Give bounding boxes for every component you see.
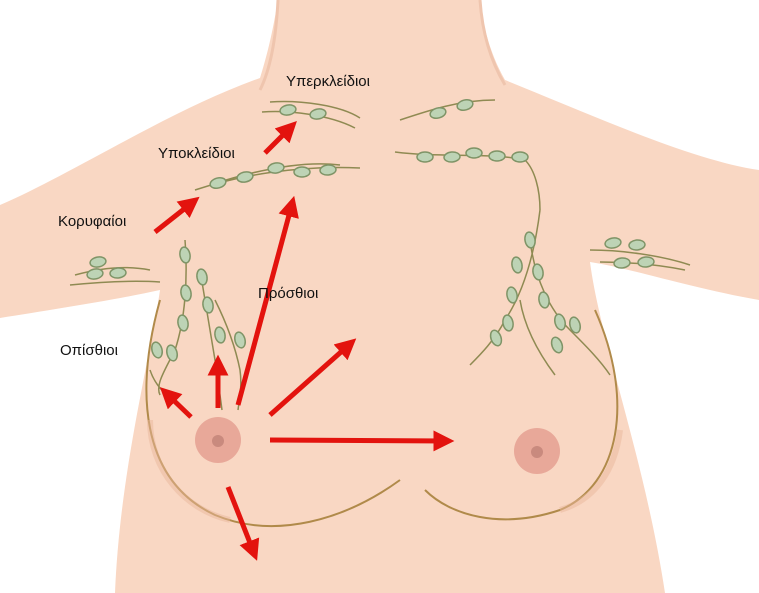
label-posterior: Οπίσθιοι [60,342,118,359]
neck-shadow [258,0,507,91]
label-apical: Κορυφαίοι [58,213,127,230]
lymph-vessels [69,99,691,411]
arrow-to-posterior [159,387,193,419]
breast-shadow [147,419,623,523]
right-areola [195,417,241,463]
label-anterior: Πρόσθιοι [258,285,319,302]
arrow-downward [225,486,260,561]
arrow-to-supraclavicular [263,121,297,155]
arrow-to-internal-mammary [268,338,357,417]
arrow-to-contralateral [269,430,455,452]
label-supraclavicular: Υπερκλείδιοι [286,73,370,90]
drainage-arrows [153,121,455,561]
arrow-to-infraclavicular [153,196,200,234]
left-areola [514,428,560,474]
arrow-to-apical [235,195,299,406]
label-infraclavicular: Υποκλείδιοι [158,145,235,162]
